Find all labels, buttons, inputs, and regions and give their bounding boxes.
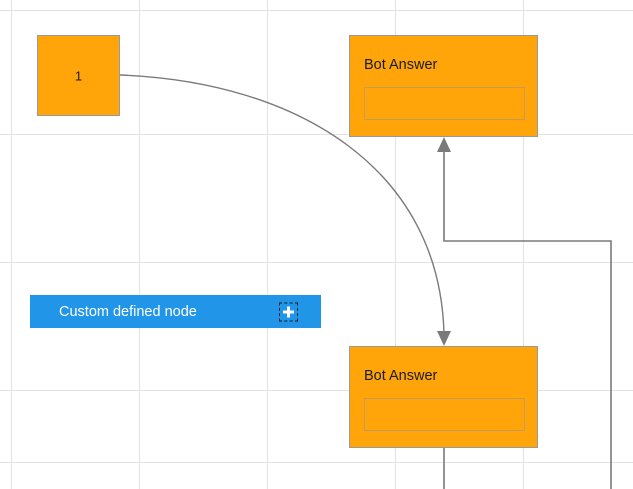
node-bot-answer-bottom[interactable]: Bot Answer <box>349 346 538 448</box>
plus-icon-vertical-bar <box>287 306 290 317</box>
node-custom-defined-label: Custom defined node <box>59 303 197 320</box>
node-1[interactable]: 1 <box>37 35 120 116</box>
node-bot-answer-top-slot[interactable] <box>364 87 525 120</box>
edge-node1-to-bot-answer-bottom[interactable] <box>119 74 451 346</box>
node-bot-answer-bottom-slot[interactable] <box>364 398 525 431</box>
node-bot-answer-bottom-title: Bot Answer <box>364 368 438 384</box>
edge-bot-answer-bottom-to-top[interactable] <box>437 137 612 489</box>
edge-orthogonal-path[interactable] <box>443 150 612 489</box>
node-bot-answer-top-title: Bot Answer <box>364 57 438 73</box>
node-1-label: 1 <box>74 68 83 83</box>
plus-icon[interactable] <box>279 302 298 321</box>
arrowhead-up-icon <box>437 137 451 152</box>
node-bot-answer-top[interactable]: Bot Answer <box>349 35 538 137</box>
edge-curve-path[interactable] <box>119 74 445 335</box>
node-custom-defined[interactable]: Custom defined node <box>30 295 321 328</box>
arrowhead-down-icon <box>437 331 451 346</box>
